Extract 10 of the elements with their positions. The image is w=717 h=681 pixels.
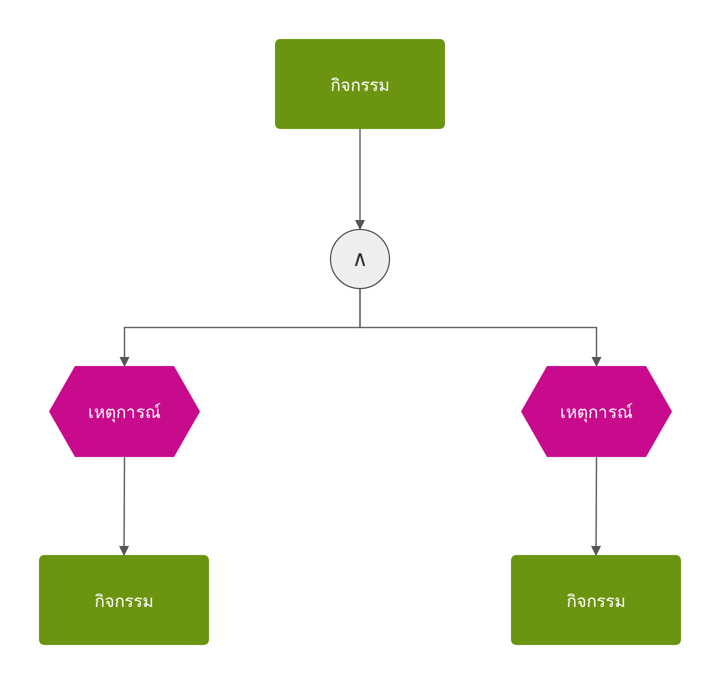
arrow xyxy=(355,129,365,230)
event-hexagon: เหตุการณ์ xyxy=(49,366,200,457)
and-gate-circle: ∧ xyxy=(330,229,390,289)
arrow xyxy=(119,457,130,556)
activity-box: กิจกรรม xyxy=(511,555,681,645)
arrow xyxy=(359,289,602,367)
activity-box: กิจกรรม xyxy=(39,555,209,645)
arrow xyxy=(591,457,602,556)
activity-box: กิจกรรม xyxy=(275,39,445,129)
event-hexagon: เหตุการณ์ xyxy=(521,366,672,457)
